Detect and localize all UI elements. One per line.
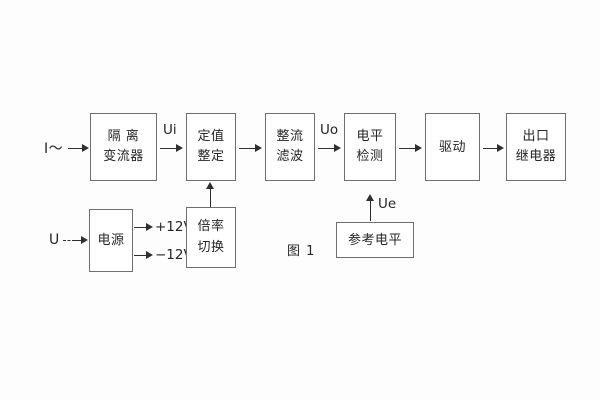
block-level-detect-line1: 电平 bbox=[356, 128, 384, 144]
block-setting-value-line2: 整定 bbox=[197, 149, 225, 164]
block-isolation-transformer-line2: 变流器 bbox=[103, 149, 144, 164]
block-rectify-filter-line1: 整流 bbox=[276, 128, 304, 144]
block-isolation-transformer-line1: 隔 离 bbox=[107, 128, 140, 144]
block-multiplier-switch[interactable]: 倍率 切换 bbox=[186, 207, 236, 268]
wire-isolation-to-setting bbox=[160, 148, 178, 149]
block-rectify-filter[interactable]: 整流 滤波 bbox=[265, 113, 315, 181]
voltage-input-arrowhead bbox=[81, 236, 88, 244]
wire-level-to-drive-arrowhead bbox=[415, 144, 422, 152]
wire-setting-to-rectify-arrowhead bbox=[255, 144, 262, 152]
block-power-supply-line1: 电源 bbox=[97, 233, 125, 248]
wire-multiplier-to-setting bbox=[210, 188, 211, 207]
wire-rectify-to-level bbox=[318, 148, 336, 149]
current-input-label: I～ bbox=[44, 141, 64, 157]
block-setting-value-line1: 定值 bbox=[197, 128, 225, 144]
rail-positive-12v-label: +12V bbox=[155, 219, 193, 235]
block-output-relay-line1: 出口 bbox=[522, 128, 550, 144]
wire-reference-to-level bbox=[370, 200, 371, 221]
block-setting-value[interactable]: 定值 整定 bbox=[186, 113, 236, 181]
block-output-relay[interactable]: 出口 继电器 bbox=[506, 113, 566, 181]
voltage-input-wire bbox=[73, 240, 83, 241]
block-level-detect[interactable]: 电平 检测 bbox=[344, 113, 396, 181]
current-input-wire bbox=[68, 148, 84, 149]
voltage-input-label: U bbox=[49, 232, 60, 248]
signal-uo-label: Uo bbox=[320, 122, 339, 138]
rail-positive-12v-wire bbox=[134, 227, 148, 228]
voltage-input-wire-dashed bbox=[63, 240, 75, 241]
current-input-arrowhead bbox=[82, 144, 89, 152]
block-multiplier-switch-line1: 倍率 bbox=[197, 219, 225, 235]
block-multiplier-switch-line2: 切换 bbox=[197, 239, 225, 255]
block-level-detect-line2: 检测 bbox=[356, 149, 384, 164]
block-reference-level[interactable]: 参考电平 bbox=[336, 222, 414, 258]
block-drive-line1: 驱动 bbox=[438, 139, 466, 155]
rail-positive-12v-arrowhead bbox=[146, 223, 153, 231]
figure-caption: 图 1 bbox=[287, 244, 316, 259]
block-reference-level-line1: 参考电平 bbox=[347, 232, 402, 248]
wire-isolation-to-setting-arrowhead bbox=[176, 144, 183, 152]
signal-ue-label: Ue bbox=[378, 196, 397, 212]
rail-negative-12v-wire bbox=[134, 255, 148, 256]
wire-multiplier-to-setting-arrowhead bbox=[206, 182, 214, 189]
block-isolation-transformer[interactable]: 隔 离 变流器 bbox=[90, 113, 157, 181]
block-drive[interactable]: 驱动 bbox=[425, 113, 480, 181]
wire-drive-to-output bbox=[483, 148, 499, 149]
rail-negative-12v-arrowhead bbox=[146, 251, 153, 259]
wire-rectify-to-level-arrowhead bbox=[334, 144, 341, 152]
wire-drive-to-output-arrowhead bbox=[497, 144, 504, 152]
block-rectify-filter-line2: 滤波 bbox=[276, 149, 304, 164]
wire-level-to-drive bbox=[399, 148, 417, 149]
block-output-relay-line2: 继电器 bbox=[515, 149, 557, 164]
wire-reference-to-level-arrowhead bbox=[366, 194, 374, 201]
wire-setting-to-rectify bbox=[239, 148, 257, 149]
block-power-supply[interactable]: 电源 bbox=[89, 209, 133, 272]
signal-ui-label: Ui bbox=[163, 122, 177, 138]
rail-negative-12v-label: −12V bbox=[155, 247, 193, 263]
